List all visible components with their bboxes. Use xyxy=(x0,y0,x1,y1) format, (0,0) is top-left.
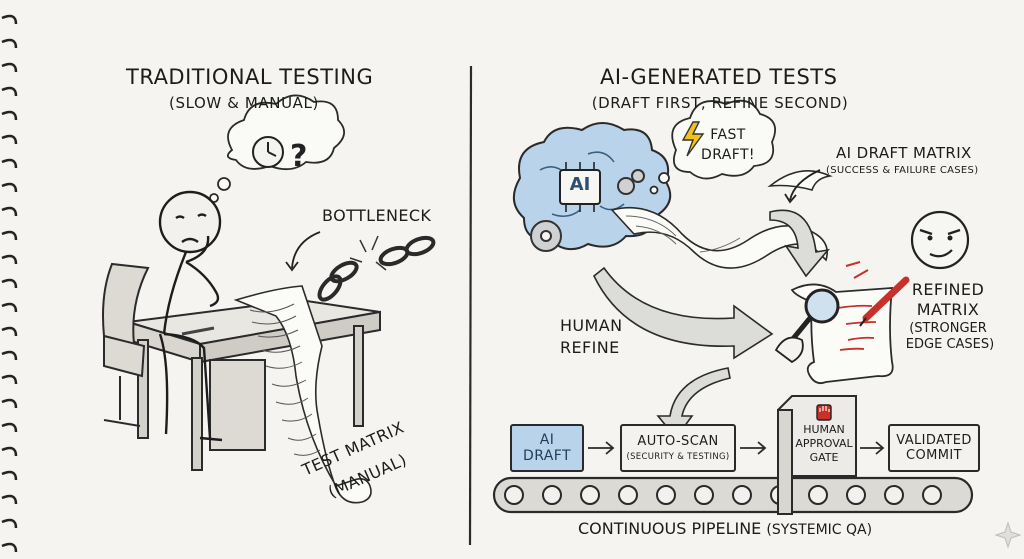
human-refine-arrow xyxy=(594,268,772,358)
refined-matrix-line3: (STRONGER xyxy=(902,322,994,336)
pipeline-stage-ai-draft: AI DRAFT xyxy=(510,424,584,472)
fast-draft-line2: DRAFT! xyxy=(697,148,759,163)
stage-approval-line3: GATE xyxy=(794,452,854,464)
stage-auto-scan-line1: AUTO-SCAN xyxy=(637,434,718,449)
sparkle-icon xyxy=(996,523,1020,547)
stage-commit-line1: VALIDATED xyxy=(896,433,971,448)
stage-commit-line2: COMMIT xyxy=(906,448,962,463)
ai-chip-label: AI xyxy=(564,176,596,195)
draft-matrix-subtitle: (SUCCESS & FAILURE CASES) xyxy=(826,166,978,177)
pipeline-caption-sub: (SYSTEMIC QA) xyxy=(766,522,872,538)
pipeline-stage-validated-commit: VALIDATED COMMIT xyxy=(888,424,980,472)
conveyor-belt xyxy=(494,478,972,512)
stop-hand-icon xyxy=(817,405,831,420)
center-divider xyxy=(470,66,471,545)
refined-matrix-line1: REFINED xyxy=(908,282,988,299)
pipeline-stage-auto-scan: AUTO-SCAN (SECURITY & TESTING) xyxy=(620,424,736,472)
pipeline-caption-main: CONTINUOUS PIPELINE xyxy=(578,519,761,538)
left-title: TRADITIONAL TESTING xyxy=(126,66,360,88)
left-subtitle: (SLOW & MANUAL) xyxy=(140,96,348,112)
fast-draft-line1: FAST xyxy=(700,128,756,143)
stage-ai-draft-line1: AI xyxy=(540,432,555,448)
right-subtitle: (DRAFT FIRST, REFINE SECOND) xyxy=(584,96,856,112)
bottleneck-arrow xyxy=(292,232,320,268)
smug-face-icon xyxy=(912,212,968,268)
bottleneck-label: BOTTLENECK xyxy=(322,208,431,225)
refined-matrix-line2: MATRIX xyxy=(908,302,988,319)
clock-icon xyxy=(253,137,283,167)
right-title: AI-GENERATED TESTS xyxy=(600,66,834,88)
stage-approval-line1: HUMAN xyxy=(794,424,854,436)
human-refine-line2: REFINE xyxy=(560,340,620,357)
human-refine-line1: HUMAN xyxy=(560,318,622,335)
question-mark-icon: ? xyxy=(290,139,307,174)
spiral-binding xyxy=(2,16,16,552)
draft-matrix-title: AI DRAFT MATRIX xyxy=(836,146,972,162)
refined-matrix-line4: EDGE CASES) xyxy=(902,338,998,352)
stage-ai-draft-line2: DRAFT xyxy=(523,448,571,464)
stage-approval-line2: APPROVAL xyxy=(790,438,858,450)
broken-chain-icon xyxy=(316,235,436,304)
pipeline-caption: CONTINUOUS PIPELINE (SYSTEMIC QA) xyxy=(578,521,872,538)
stage-auto-scan-line2: (SECURITY & TESTING) xyxy=(627,452,730,462)
